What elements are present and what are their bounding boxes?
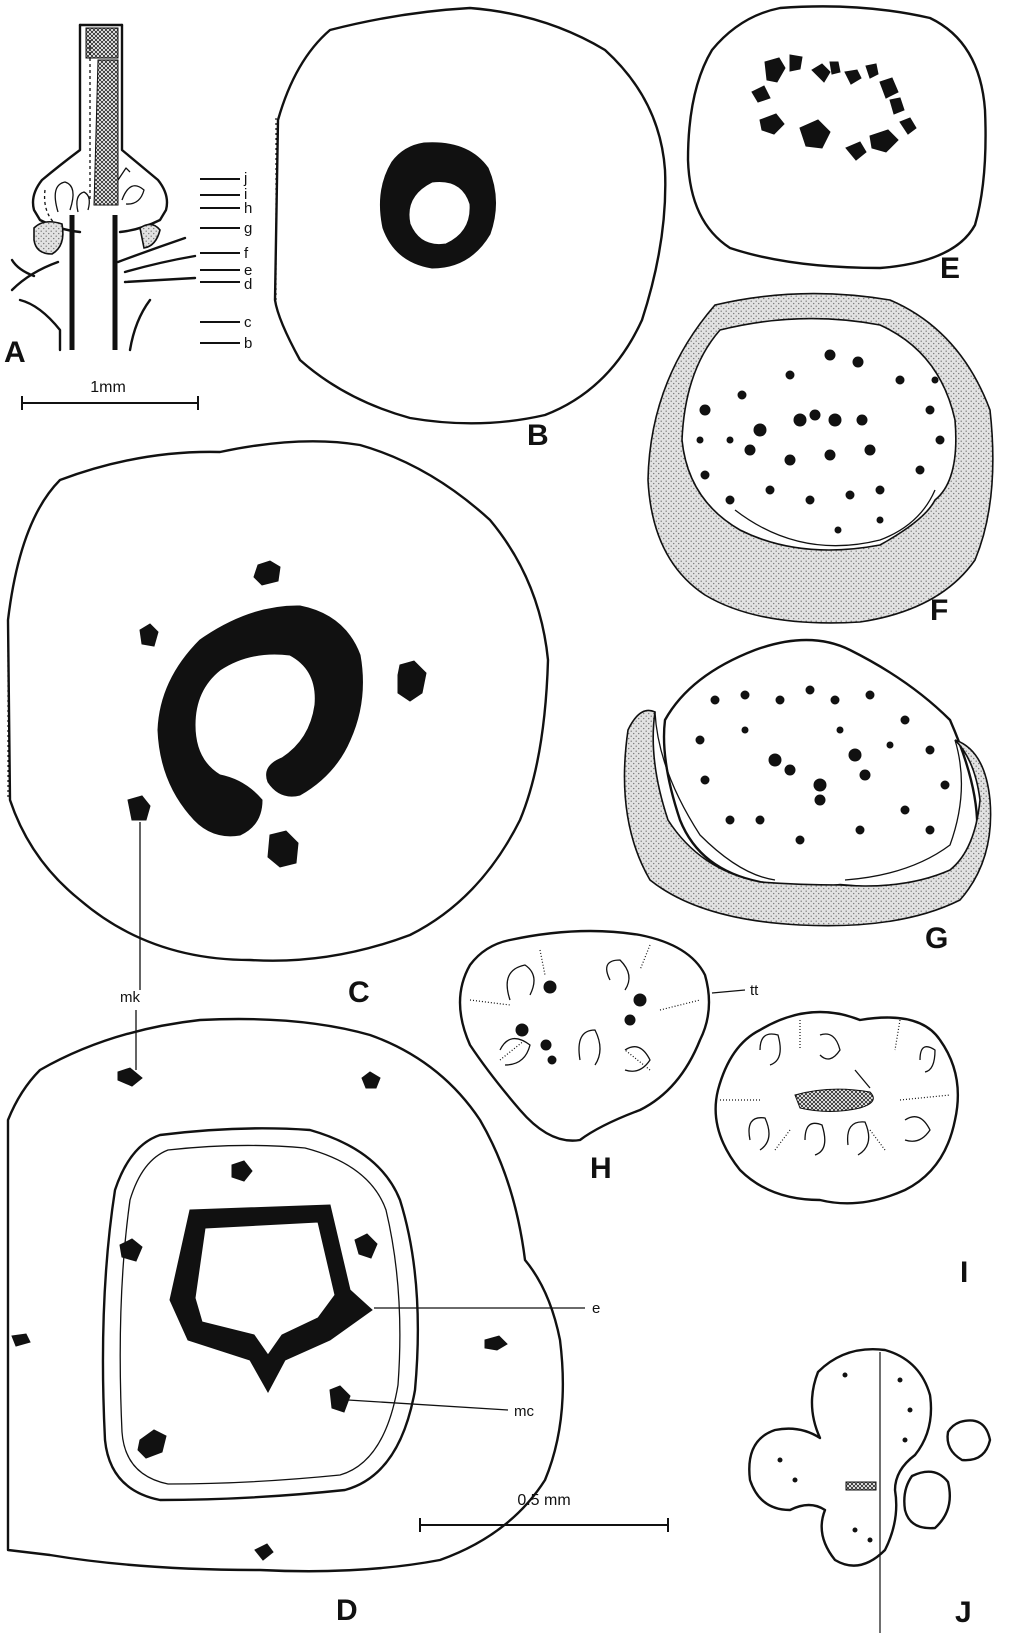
panel-label-h: H [590, 1152, 612, 1185]
panel-label-j: J [955, 1596, 972, 1629]
panel-label-c: C [348, 976, 370, 1009]
panel-e-section [688, 6, 986, 268]
level-j: j [243, 170, 247, 187]
panel-label-f: F [930, 594, 948, 627]
annotation-mc: mc [348, 1400, 534, 1420]
panel-f-section [648, 294, 993, 623]
annotation-tt-label: tt [750, 982, 759, 999]
panel-g-section [624, 640, 990, 926]
annotation-mc-label: mc [514, 1403, 534, 1420]
scale-bar-1mm: 1mm [22, 379, 198, 410]
panel-b-section [275, 8, 665, 423]
panel-label-a: A [4, 336, 26, 369]
level-b: b [244, 335, 252, 352]
scale-bar-1mm-label: 1mm [90, 379, 126, 396]
annotation-tt: tt [712, 982, 759, 999]
scale-bar-0-5mm: 0.5 mm [420, 1492, 668, 1532]
panel-h-section [460, 931, 709, 1141]
annotation-mk-label: mk [120, 989, 140, 1006]
panel-a-drawing [12, 25, 195, 350]
panel-label-g: G [925, 922, 948, 955]
level-f: f [244, 245, 249, 262]
panel-d-section [8, 1019, 563, 1571]
panel-j-section [749, 1349, 990, 1633]
panel-c-section [8, 441, 548, 960]
panel-label-i: I [960, 1256, 968, 1289]
scale-bar-0-5mm-label: 0.5 mm [517, 1492, 570, 1509]
panel-label-e: E [940, 252, 960, 285]
panel-i-section [716, 1012, 958, 1203]
panel-a-level-markers: j i h g f e d c b [200, 170, 252, 352]
level-h: h [244, 200, 252, 217]
panel-label-b: B [527, 419, 549, 452]
panel-label-d: D [336, 1594, 358, 1627]
level-c: c [244, 314, 252, 331]
annotation-e: e [374, 1300, 600, 1317]
level-g: g [244, 220, 252, 237]
level-d: d [244, 276, 252, 293]
annotation-e-label: e [592, 1300, 600, 1317]
